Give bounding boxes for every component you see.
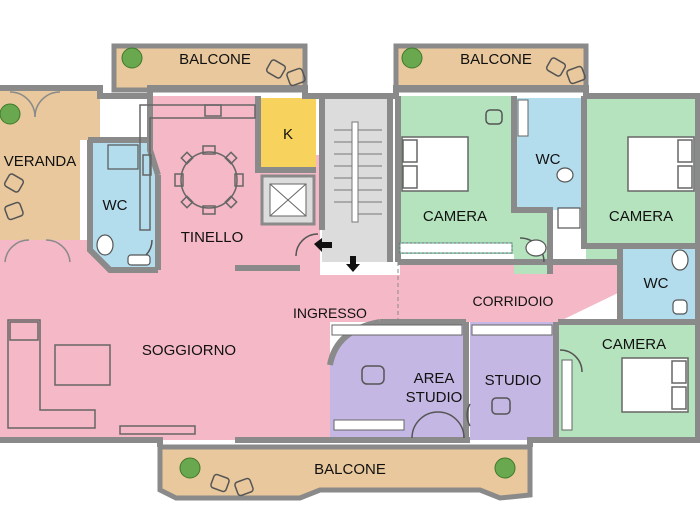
label-soggiorno: SOGGIORNO: [142, 342, 236, 359]
bath-fixtures: [96, 144, 689, 315]
bed-top-right: [627, 136, 695, 192]
entrance-arrow-icons: [314, 238, 360, 272]
wardrobe-stripes: [331, 99, 573, 431]
door-area-studio: [411, 411, 465, 439]
label-camera-bottom-right: CAMERA: [602, 336, 666, 353]
label-area-studio-line1: AREA: [414, 370, 455, 387]
sofa: [7, 319, 111, 429]
veranda-doors: [4, 91, 71, 263]
elevator: [260, 174, 316, 226]
study-curved-wall: [327, 319, 381, 366]
tv-cabinet: [119, 425, 196, 435]
veranda-room: [0, 88, 100, 240]
label-wc-left: WC: [103, 197, 128, 214]
label-wc-middle: WC: [536, 151, 561, 168]
label-ingresso: INGRESSO: [293, 305, 367, 321]
dining-table: [174, 145, 244, 215]
label-studio: STUDIO: [485, 372, 542, 389]
kitchen-k-room: [258, 98, 316, 170]
study-room: [470, 322, 556, 440]
label-area-studio-line2: STUDIO: [406, 389, 463, 406]
staircase: [322, 96, 390, 262]
bedroom-top-right-lower: [586, 246, 620, 262]
label-balcone-top-right: BALCONE: [460, 51, 532, 68]
door-tinello: [295, 233, 319, 257]
chair-icons: [3, 57, 586, 497]
label-wc-right: WC: [644, 275, 669, 292]
bed-bottom-right: [621, 357, 689, 413]
label-balcone-top-left: BALCONE: [179, 51, 251, 68]
kitchen-counter: [139, 104, 256, 231]
label-corridoio: CORRIDOIO: [473, 293, 554, 309]
label-tinello: TINELLO: [181, 229, 244, 246]
label-balcone-bottom: BALCONE: [314, 461, 386, 478]
bed-top-left: [401, 136, 469, 192]
label-camera-top-right: CAMERA: [609, 208, 673, 225]
plant-icons: [0, 47, 516, 479]
label-k: K: [283, 126, 293, 143]
label-camera-top-left: CAMERA: [423, 208, 487, 225]
desk-chairs: [361, 109, 511, 415]
study-area: [330, 322, 465, 440]
door-studio: [466, 403, 471, 427]
label-veranda: VERANDA: [4, 153, 77, 170]
door-camera-br: [559, 349, 583, 373]
